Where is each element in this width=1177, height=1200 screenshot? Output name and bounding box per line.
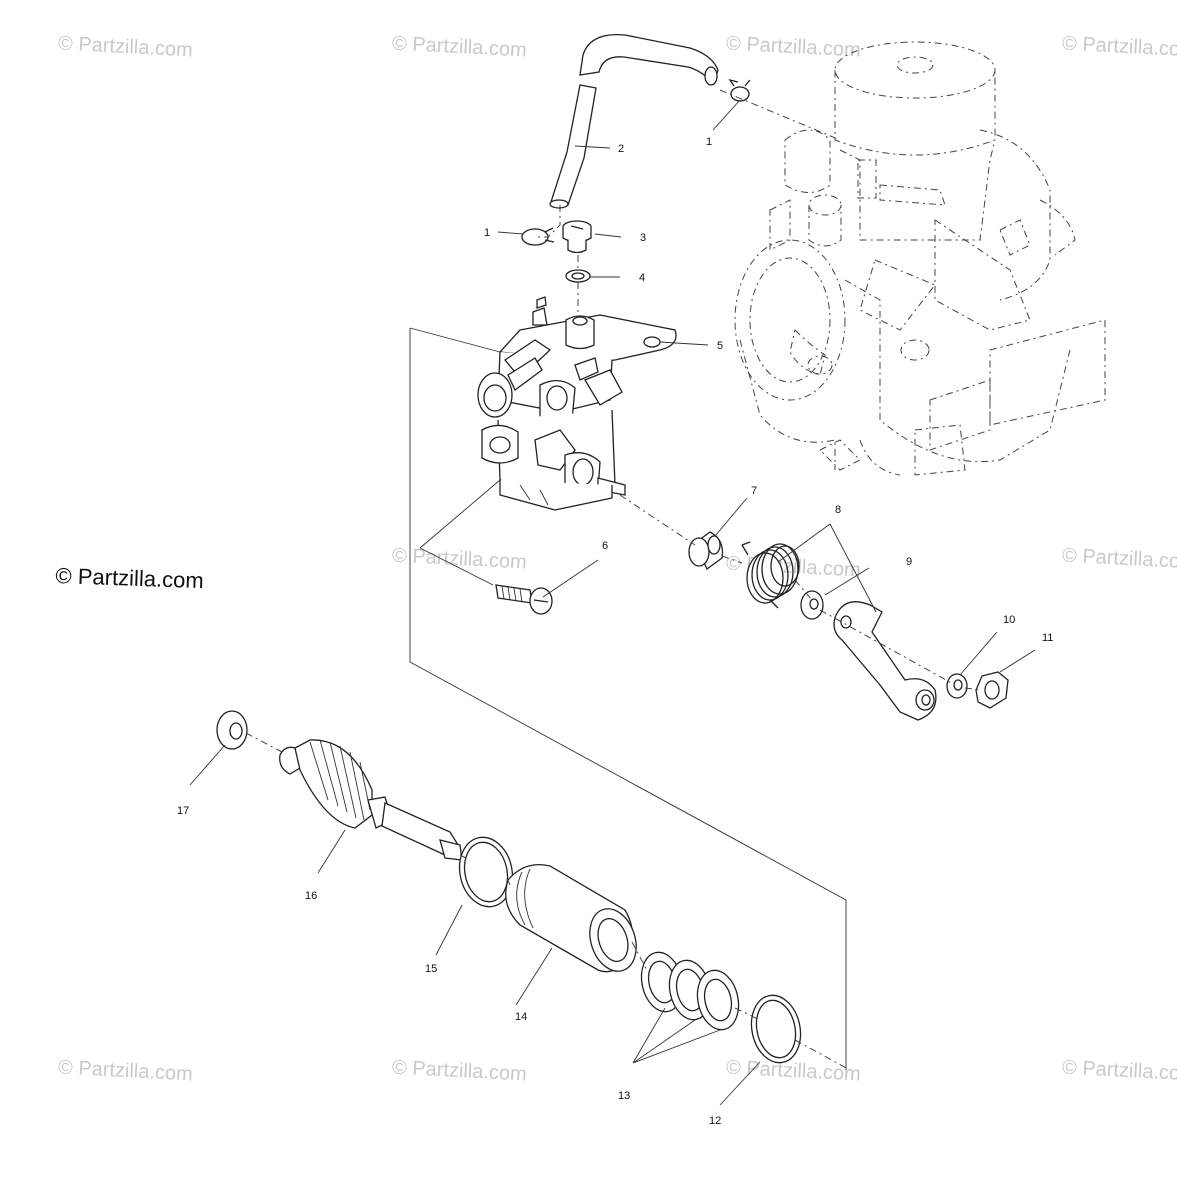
callout-1-upper: 1: [706, 136, 712, 148]
callout-6: 6: [602, 540, 608, 552]
bleed-screw-part-3: [562, 220, 592, 254]
callout-2: 2: [618, 143, 624, 155]
oil-pump-part-5: [477, 296, 677, 511]
callout-13: 13: [618, 1090, 630, 1102]
leader-lines: [189, 99, 1036, 1106]
control-lever: [833, 601, 937, 721]
gear-shaft-part-16: [279, 739, 463, 861]
center-lines: [245, 89, 981, 1071]
callout-10: 10: [1003, 614, 1015, 626]
callout-8: 8: [835, 504, 841, 516]
callout-9: 9: [906, 556, 912, 568]
sleeve-part-14: [505, 863, 637, 973]
nut-part-11: [975, 671, 1009, 709]
callout-1-lower: 1: [484, 227, 490, 239]
callout-7: 7: [751, 485, 757, 497]
callout-3: 3: [640, 232, 646, 244]
callout-labels: 1 2 1 3 4 5 6 7 8 9 10 11 17 16 15 14 13…: [177, 136, 1053, 1127]
collar-part-7: [688, 531, 724, 570]
spring-part-8: [741, 541, 800, 609]
washer-part-4: [565, 269, 591, 283]
o-ring-part-12: [750, 994, 802, 1064]
hose-part-2: [549, 34, 719, 209]
callout-11: 11: [1042, 632, 1053, 644]
washer-part-9: [800, 590, 824, 620]
callout-16: 16: [305, 890, 317, 902]
callout-12: 12: [709, 1115, 721, 1127]
callout-4: 4: [639, 272, 645, 284]
clamp-part-1-lower: [521, 227, 555, 246]
callout-14: 14: [515, 1011, 527, 1023]
callout-17: 17: [177, 805, 189, 817]
washer-part-10: [946, 673, 968, 699]
screw-part-6: [495, 584, 553, 615]
shim-set-part-13: [640, 951, 740, 1031]
washer-part-17: [216, 710, 248, 750]
callout-15: 15: [425, 963, 437, 975]
assembly-outline: [409, 327, 847, 1070]
clamp-part-1-upper: [728, 78, 751, 102]
o-ring-part-15: [458, 836, 514, 908]
carburetor-phantom: [734, 41, 1106, 476]
callout-5: 5: [717, 340, 723, 352]
